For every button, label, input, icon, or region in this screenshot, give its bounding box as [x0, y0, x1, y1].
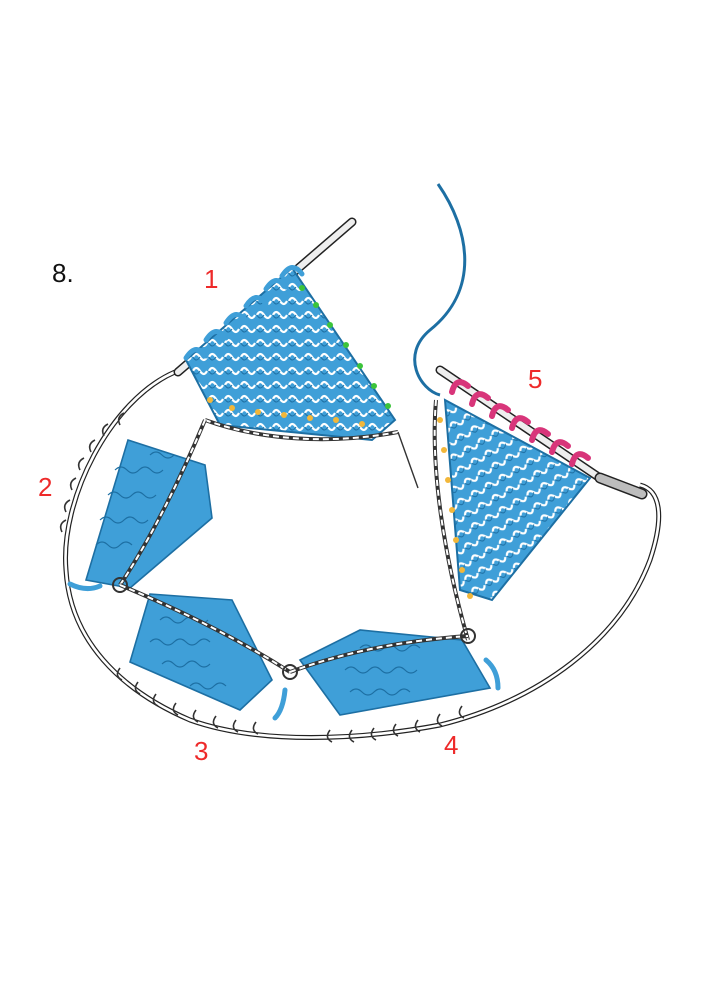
- label-3: 3: [194, 736, 208, 766]
- label-1: 1: [204, 264, 218, 294]
- step-number: 8.: [52, 258, 74, 288]
- circular-needle-cable: [59, 369, 662, 743]
- knitted-triangle-5: [432, 379, 592, 641]
- label-4: 4: [444, 730, 458, 760]
- label-2: 2: [38, 472, 52, 502]
- knitted-triangle-1: [183, 265, 419, 489]
- knitted-triangle-2: [84, 438, 213, 589]
- knitted-triangle-3: [129, 593, 273, 711]
- label-5: 5: [528, 364, 542, 394]
- connecting-chain: [67, 419, 501, 721]
- working-yarn: [413, 183, 467, 397]
